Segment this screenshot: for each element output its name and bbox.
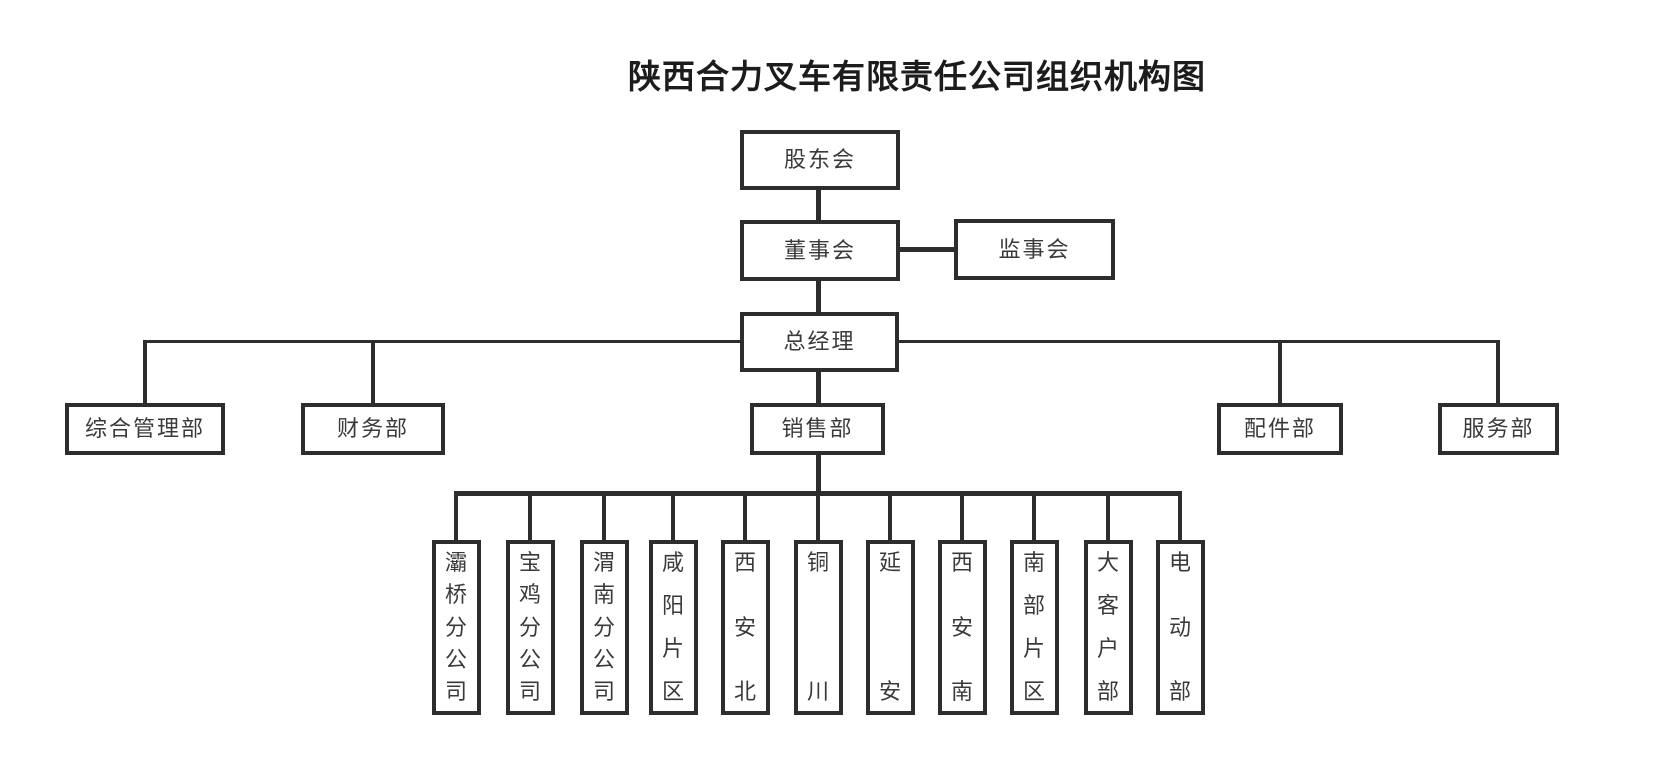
connector-sales-bus-rail — [454, 491, 1182, 496]
connector-drop-sales-unit — [960, 494, 964, 540]
node-label-char: 分 — [592, 614, 615, 640]
node-label-char: 动 — [1168, 614, 1191, 640]
node-sales-unit-4: 咸阳片区 — [648, 540, 698, 715]
connector-drop-sales-unit — [1178, 494, 1182, 540]
node-label-char: 安 — [878, 679, 901, 704]
node-label-char: 户 — [1096, 636, 1119, 661]
node-label-char: 南 — [1022, 550, 1045, 575]
node-label-char: 灞 — [444, 550, 467, 575]
node-label-char: 片 — [1022, 636, 1045, 661]
chart-title: 陕西合力叉车有限责任公司组织机构图 — [628, 58, 1206, 95]
node-supervisory: 监事会 — [954, 219, 1115, 280]
connector-board-supervisory — [900, 247, 954, 252]
node-shareholders: 股东会 — [740, 130, 900, 190]
connector-shareholders-board — [816, 190, 821, 220]
connector-drop-sales-unit — [816, 494, 820, 540]
node-label-char: 宝 — [518, 550, 541, 575]
node-dept-finance: 财务部 — [301, 403, 445, 455]
connector-drop-sales-unit — [888, 494, 892, 540]
node-label-char: 公 — [518, 646, 541, 672]
node-label-char: 安 — [950, 614, 973, 640]
connector-gm-sales — [816, 372, 821, 403]
node-label-char: 西 — [733, 550, 756, 575]
node-label-char: 部 — [1168, 679, 1191, 704]
node-sales-unit-6: 铜川 — [793, 540, 843, 715]
node-sales-unit-1: 灞桥分公司 — [431, 540, 481, 715]
node-dept-parts: 配件部 — [1217, 403, 1343, 455]
connector-drop-service — [1496, 340, 1500, 403]
connector-drop-finance — [371, 340, 375, 403]
node-label-char: 片 — [661, 636, 684, 661]
node-label-char: 鸡 — [518, 582, 541, 608]
node-label-char: 分 — [518, 614, 541, 640]
node-label-char: 渭 — [592, 550, 615, 575]
node-label-char: 大 — [1096, 550, 1119, 575]
node-dept-general-admin: 综合管理部 — [65, 403, 225, 455]
node-label-char: 北 — [733, 679, 756, 704]
node-label-char: 电 — [1168, 550, 1191, 575]
connector-drop-general-admin — [143, 340, 147, 403]
node-sales-unit-5: 西安北 — [720, 540, 770, 715]
node-label-char: 川 — [806, 679, 829, 704]
node-label-char: 桥 — [444, 582, 467, 608]
connector-drop-sales-unit — [1106, 494, 1110, 540]
node-label-char: 公 — [444, 646, 467, 672]
node-label-char: 区 — [1022, 679, 1045, 704]
connector-drop-sales-unit — [743, 494, 747, 540]
node-sales-unit-3: 渭南分公司 — [579, 540, 629, 715]
connector-gm-left-rail — [143, 340, 740, 343]
node-label-char: 司 — [592, 679, 615, 704]
connector-drop-sales-unit — [602, 494, 606, 540]
node-dept-sales: 销售部 — [750, 403, 885, 455]
connector-sales-bus — [816, 455, 821, 493]
node-sales-unit-2: 宝鸡分公司 — [505, 540, 555, 715]
node-label-char: 南 — [950, 679, 973, 704]
node-label-char: 司 — [518, 679, 541, 704]
node-dept-service: 服务部 — [1438, 403, 1559, 455]
node-label-char: 铜 — [806, 550, 829, 575]
node-label-char: 部 — [1096, 679, 1119, 704]
connector-board-gm — [816, 281, 821, 312]
node-label-char: 阳 — [661, 593, 684, 618]
node-label-char: 部 — [1022, 593, 1045, 618]
connector-drop-sales-unit — [671, 494, 675, 540]
node-label-char: 安 — [733, 614, 756, 640]
connector-drop-parts — [1278, 340, 1282, 403]
node-board: 董事会 — [740, 220, 900, 281]
node-label-char: 延 — [878, 550, 901, 575]
node-label-char: 司 — [444, 679, 467, 704]
connector-drop-sales-unit — [528, 494, 532, 540]
node-sales-unit-11: 电动部 — [1155, 540, 1205, 715]
node-sales-unit-10: 大客户部 — [1083, 540, 1133, 715]
connector-drop-sales-unit — [1032, 494, 1036, 540]
node-sales-unit-8: 西安南 — [937, 540, 987, 715]
node-label-char: 南 — [592, 582, 615, 608]
node-label-char: 西 — [950, 550, 973, 575]
node-general-manager: 总经理 — [740, 312, 899, 372]
node-sales-unit-7: 延安 — [865, 540, 915, 715]
node-label-char: 咸 — [661, 550, 684, 575]
node-sales-unit-9: 南部片区 — [1009, 540, 1059, 715]
connector-gm-right-rail — [899, 340, 1500, 343]
node-label-char: 区 — [661, 679, 684, 704]
node-label-char: 公 — [592, 646, 615, 672]
node-label-char: 客 — [1096, 593, 1119, 618]
connector-drop-sales-unit — [454, 494, 458, 540]
node-label-char: 分 — [444, 614, 467, 640]
